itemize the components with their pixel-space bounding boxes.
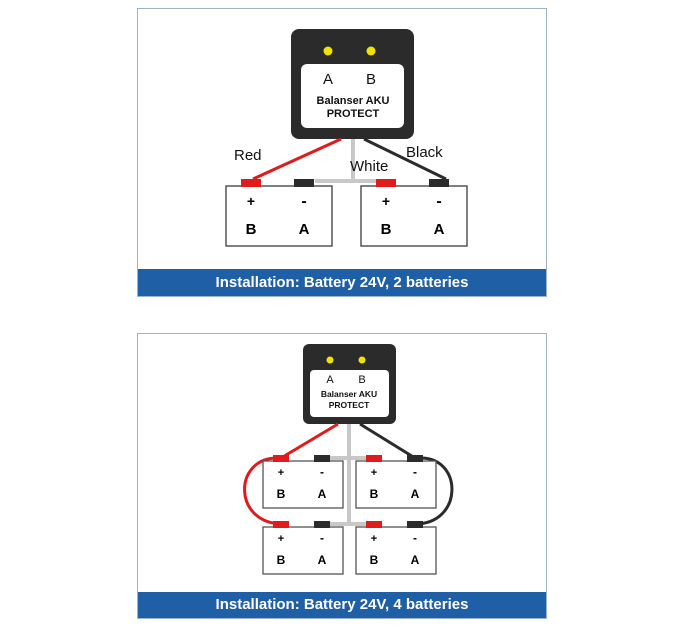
balancer-device: A B Balanser AKU PROTECT [303, 344, 396, 424]
battery-label-a: A [318, 487, 327, 501]
led-a-indicator [323, 46, 333, 56]
battery-2: + - B A [355, 455, 437, 509]
minus-sign: - [413, 531, 417, 545]
diagram-panel-4-batteries: A B Balanser AKU PROTECT + - B A [137, 333, 547, 619]
battery-label-a: A [299, 221, 310, 238]
plus-sign: + [247, 193, 255, 209]
battery-2: + - B A [360, 179, 468, 247]
battery-label-a: A [318, 553, 327, 567]
battery-1: + - B A [225, 179, 333, 247]
plus-sign: + [278, 533, 284, 545]
positive-terminal [241, 179, 261, 187]
device-label-a: A [323, 71, 333, 88]
black-wire [359, 422, 416, 460]
battery-1: + - B A [262, 455, 344, 509]
led-b-indicator [358, 356, 366, 364]
balancer-device: A B Balanser AKU PROTECT [291, 29, 414, 139]
negative-terminal [294, 179, 314, 187]
red-wire [280, 422, 339, 460]
minus-sign: - [320, 531, 324, 545]
positive-terminal [273, 521, 289, 528]
device-name-line2: PROTECT [329, 400, 370, 410]
device-label-b: B [366, 71, 376, 88]
battery-label-a: A [434, 221, 445, 238]
negative-terminal [314, 521, 330, 528]
battery-label-b: B [370, 553, 379, 567]
minus-sign: - [320, 465, 324, 479]
plus-sign: + [382, 193, 390, 209]
negative-terminal [407, 521, 423, 528]
positive-terminal [376, 179, 396, 187]
device-name-line2: PROTECT [327, 108, 380, 120]
wiring-diagram-2-batteries: A B Balanser AKU PROTECT Red White Black… [225, 29, 468, 247]
led-a-indicator [326, 356, 334, 364]
positive-terminal [366, 521, 382, 528]
battery-label-b: B [381, 221, 392, 238]
battery-3: + - B A [262, 521, 344, 575]
white-wire-label: White [350, 158, 388, 175]
positive-terminal [366, 455, 382, 462]
battery-label-a: A [411, 553, 420, 567]
positive-terminal [273, 455, 289, 462]
battery-label-b: B [277, 487, 286, 501]
device-name-line1: Balanser AKU [317, 95, 390, 107]
black-wire-label: Black [406, 144, 443, 161]
negative-terminal [407, 455, 423, 462]
negative-terminal [429, 179, 449, 187]
battery-label-a: A [411, 487, 420, 501]
plus-sign: + [371, 533, 377, 545]
minus-sign: - [413, 465, 417, 479]
battery-label-b: B [277, 553, 286, 567]
battery-label-b: B [370, 487, 379, 501]
negative-terminal [314, 455, 330, 462]
minus-sign: - [436, 193, 441, 210]
black-wire [363, 137, 447, 181]
device-label-b: B [358, 374, 365, 386]
wiring-diagram-4-batteries: A B Balanser AKU PROTECT + - B A [243, 344, 454, 575]
diagram-panel-2-batteries: A B Balanser AKU PROTECT Red White Black… [137, 8, 547, 297]
caption-4-batteries: Installation: Battery 24V, 4 batteries [138, 592, 546, 618]
device-label-a: A [326, 374, 334, 386]
battery-4: + - B A [355, 521, 437, 575]
device-name-line1: Balanser AKU [321, 389, 377, 399]
battery-label-b: B [246, 221, 257, 238]
minus-sign: - [301, 193, 306, 210]
red-wire-label: Red [234, 147, 262, 164]
red-wire [252, 137, 342, 181]
plus-sign: + [371, 467, 377, 479]
caption-2-batteries: Installation: Battery 24V, 2 batteries [138, 269, 546, 296]
led-b-indicator [366, 46, 376, 56]
plus-sign: + [278, 467, 284, 479]
